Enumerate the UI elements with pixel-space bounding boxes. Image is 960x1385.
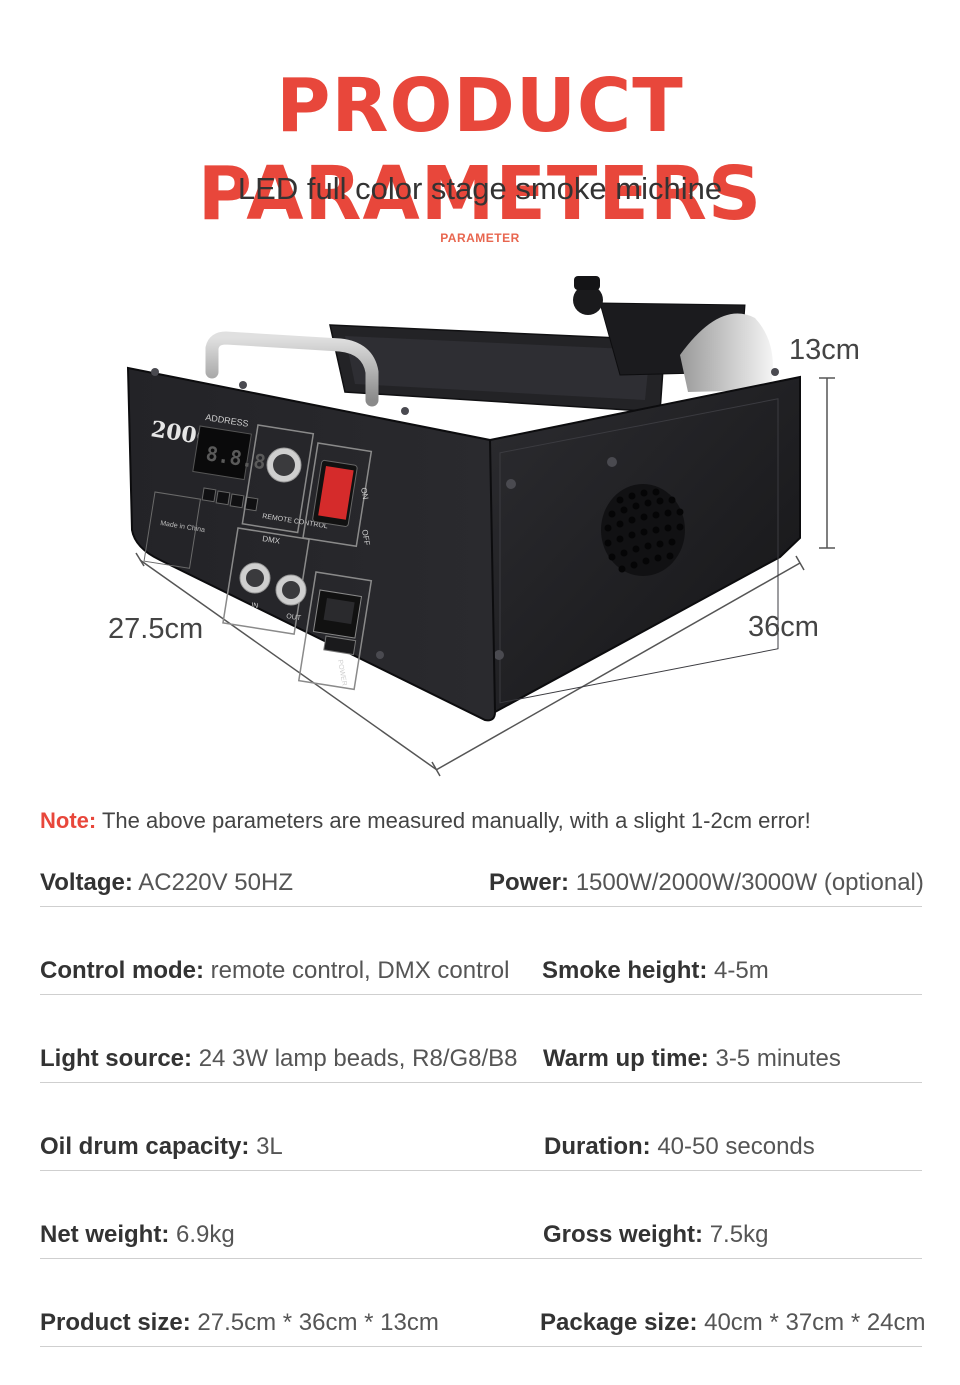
spec-light-source: Light source: 24 3W lamp beads, R8/G8/B8 — [40, 1045, 518, 1072]
handle — [205, 331, 379, 407]
measurement-note: Note: The above parameters are measured … — [40, 807, 940, 835]
spec-row: Voltage: AC220V 50HZ Power: 1500W/2000W/… — [40, 866, 924, 907]
spec-net-weight: Net weight: 6.9kg — [40, 1221, 235, 1248]
top-assembly — [329, 276, 773, 413]
spec-row: Light source: 24 3W lamp beads, R8/G8/B8… — [40, 1042, 922, 1083]
spec-power: Power: 1500W/2000W/3000W (optional) — [489, 869, 924, 896]
spec-row: Oil drum capacity: 3L Duration: 40-50 se… — [40, 1130, 922, 1171]
spec-oil-drum: Oil drum capacity: 3L — [40, 1133, 283, 1160]
spec-duration: Duration: 40-50 seconds — [544, 1133, 815, 1160]
control-buttons — [201, 487, 259, 512]
section-tag: PARAMETER — [440, 231, 520, 245]
spec-product-size: Product size: 27.5cm * 36cm * 13cm — [40, 1309, 439, 1336]
dimension-height: 13cm — [789, 334, 860, 366]
smoke-machine-illustration: 2000 ADDRESS 8.8.8.8 REMOTE CONTROL ON O… — [126, 276, 835, 777]
fan-grille — [601, 484, 685, 576]
spec-gross-weight: Gross weight: 7.5kg — [543, 1221, 769, 1248]
spec-row: Product size: 27.5cm * 36cm * 13cm Packa… — [40, 1306, 926, 1347]
spec-voltage: Voltage: AC220V 50HZ — [40, 869, 293, 896]
dimension-width: 36cm — [748, 611, 819, 643]
switch-off-label: OFF — [360, 529, 372, 546]
spec-smoke-height: Smoke height: 4-5m — [542, 957, 769, 984]
switch-on-label: ON — [359, 487, 370, 501]
page-title: PRODUCT PARAMETERS — [197, 63, 763, 237]
dimension-lines — [135, 377, 835, 777]
led-display — [192, 425, 252, 481]
dmx-label: DMX — [262, 534, 282, 546]
spec-warm-up-time: Warm up time: 3-5 minutes — [543, 1045, 841, 1072]
spec-row: Net weight: 6.9kg Gross weight: 7.5kg — [40, 1218, 922, 1259]
note-label: Note: — [40, 808, 97, 833]
dmx-in-label: IN — [251, 602, 259, 610]
spec-row: Control mode: remote control, DMX contro… — [40, 954, 922, 995]
dimension-depth: 27.5cm — [108, 613, 204, 645]
dmx-out-label: OUT — [286, 613, 302, 622]
spec-control-mode: Control mode: remote control, DMX contro… — [40, 957, 510, 984]
product-subtitle: LED full color stage smoke michine — [237, 171, 723, 206]
power-label: POWER — [336, 659, 347, 686]
spec-package-size: Package size: 40cm * 37cm * 24cm — [540, 1309, 926, 1336]
note-text: The above parameters are measured manual… — [101, 808, 811, 833]
